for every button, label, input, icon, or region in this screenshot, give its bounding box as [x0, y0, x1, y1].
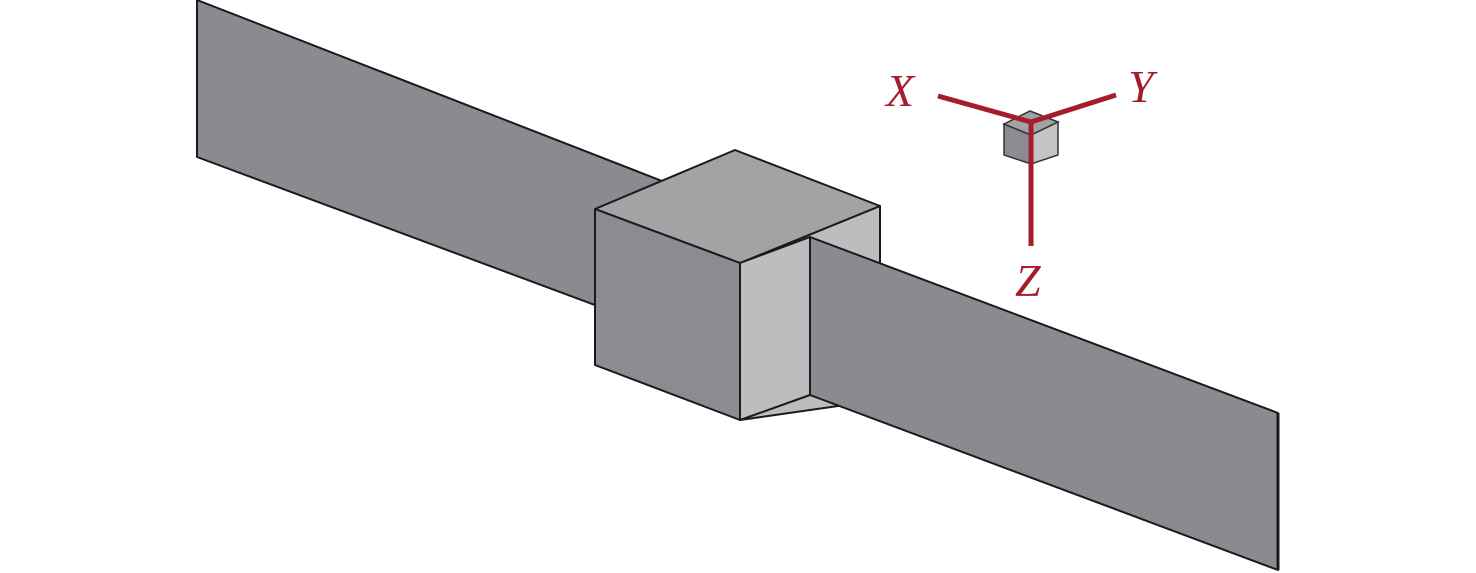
axis-triad: X Y Z	[884, 61, 1158, 306]
right-solar-panel	[809, 236, 1279, 571]
x-axis-line	[937, 93, 1032, 125]
left-solar-panel	[196, 0, 663, 331]
y-axis-line	[1030, 92, 1117, 125]
x-axis-label: X	[884, 65, 916, 116]
y-axis-label: Y	[1128, 61, 1158, 112]
z-axis-label: Z	[1015, 255, 1041, 306]
cube-side-strip	[739, 236, 811, 421]
